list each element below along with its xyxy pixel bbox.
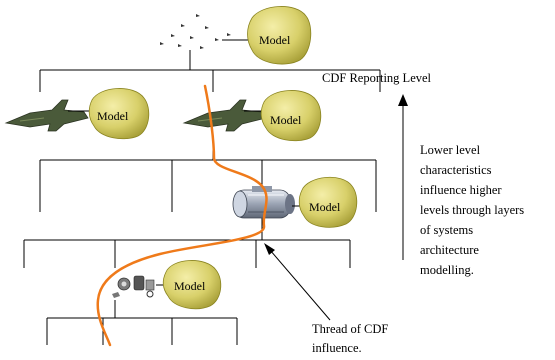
side-note-line: architecture <box>420 243 479 257</box>
jet-aircraft-icon <box>182 99 267 132</box>
side-note-line: of systems <box>420 223 473 237</box>
side-note-line: characteristics <box>420 163 492 177</box>
model-node-system: Model <box>247 6 312 65</box>
model-label: Model <box>309 200 341 214</box>
side-note-line: levels through layers <box>420 203 524 217</box>
formation-icon <box>160 14 231 49</box>
model-node-components: Model <box>162 260 222 310</box>
jet-aircraft-icon <box>4 99 89 132</box>
model-label: Model <box>174 279 206 293</box>
thread-label: Thread of CDF influence. <box>312 322 392 355</box>
engine-icon <box>232 186 295 219</box>
components-icon <box>112 275 155 298</box>
side-note-line: influence higher <box>420 183 502 197</box>
upward-influence-arrow <box>398 94 408 260</box>
model-label: Model <box>270 113 302 127</box>
model-node-aircraft-right: Model <box>260 90 322 142</box>
side-note-line: modelling. <box>420 263 474 277</box>
model-label: Model <box>259 33 291 47</box>
reporting-level-label: CDF Reporting Level <box>322 71 432 85</box>
thread-label-line: influence. <box>312 341 362 355</box>
model-node-engine: Model <box>298 176 358 228</box>
side-note-line: Lower level <box>420 143 481 157</box>
side-note: Lower level characteristics influence hi… <box>420 143 527 277</box>
cdf-influence-thread <box>96 84 268 347</box>
thread-pointer-arrow <box>264 243 331 321</box>
model-node-aircraft-left: Model <box>88 88 150 140</box>
thread-label-line: Thread of CDF <box>312 322 388 336</box>
model-label: Model <box>97 109 129 123</box>
